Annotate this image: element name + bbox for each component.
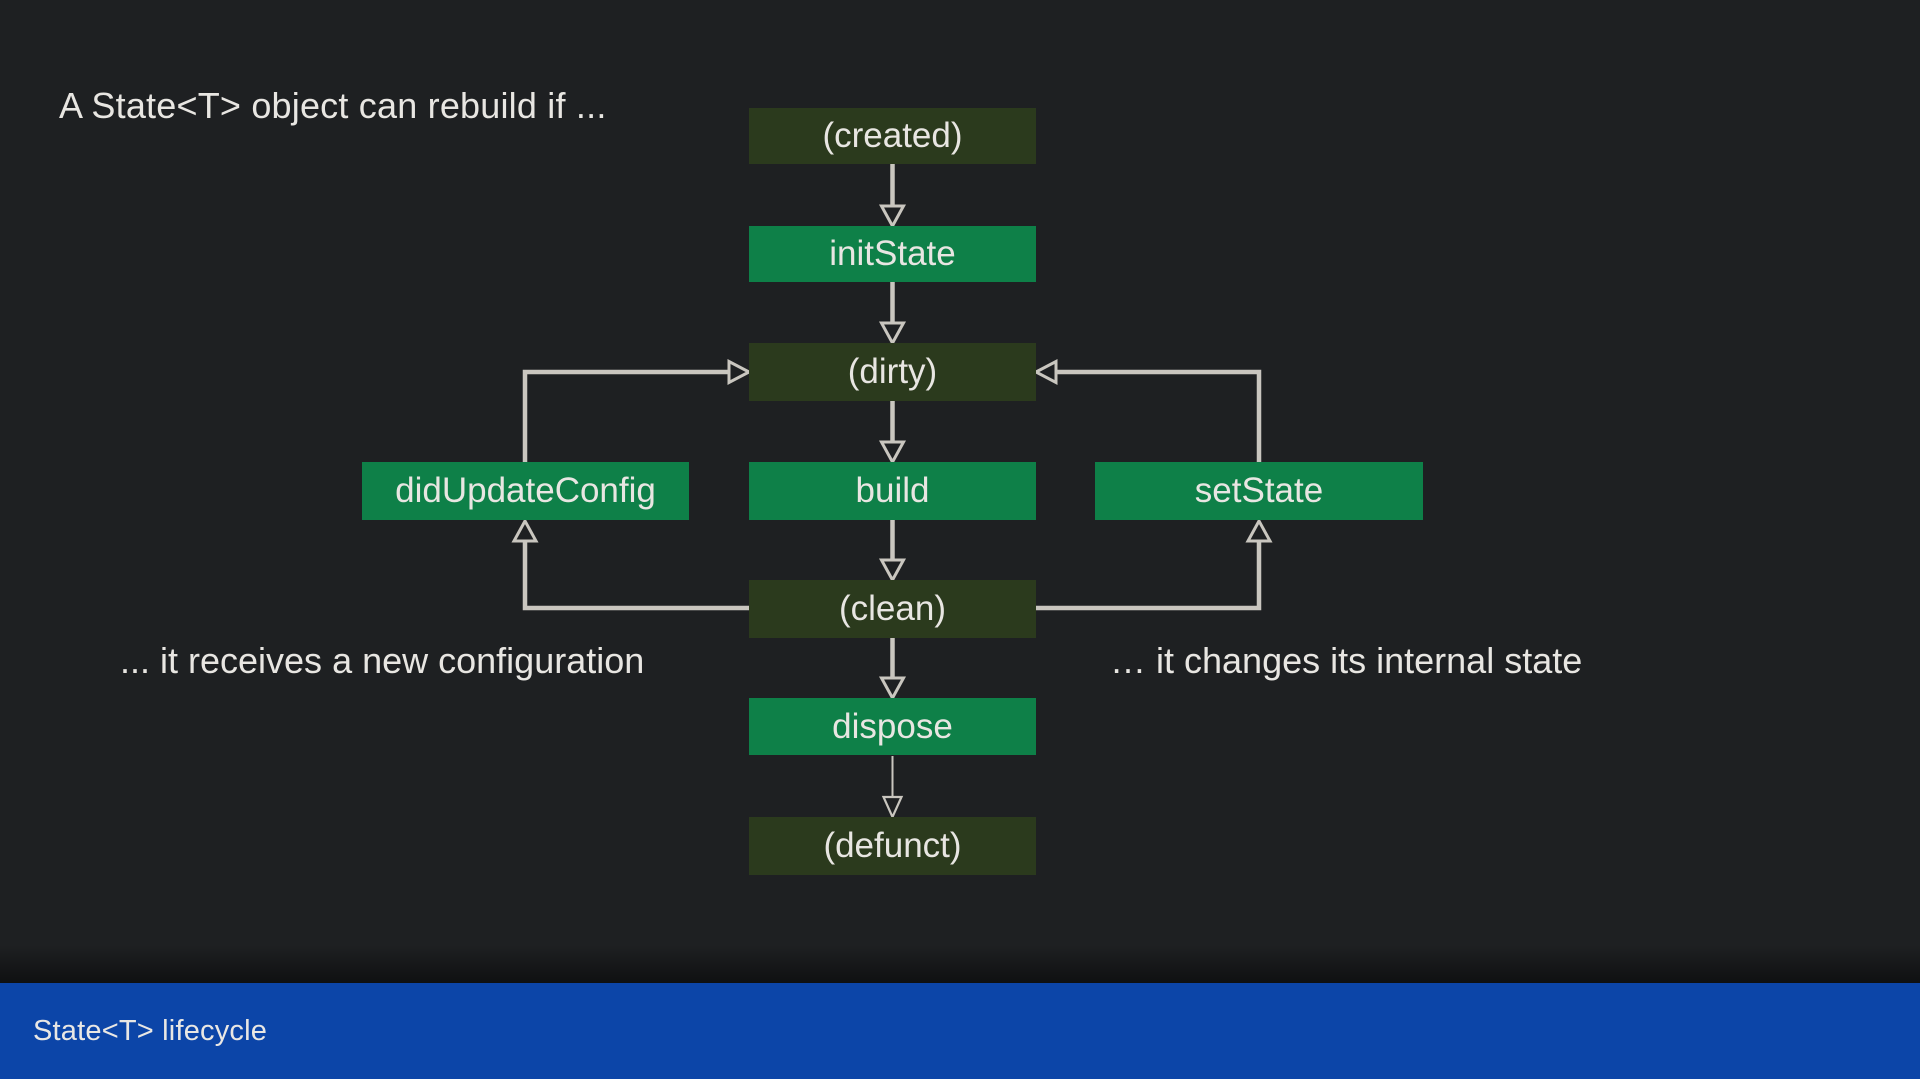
node-didupdateconfig: didUpdateConfig: [362, 462, 689, 520]
caption-new-configuration: ... it receives a new configuration: [120, 640, 645, 681]
arrowhead-build-clean: [878, 558, 907, 584]
node-build: build: [749, 462, 1036, 520]
edge-clean-didupdateconfig: [522, 541, 749, 611]
arrowhead-didupdateconfig-dirty: [727, 359, 753, 385]
arrowhead-clean-setstate: [1245, 517, 1273, 543]
footer-shadow: [0, 945, 1920, 983]
slide-title: A State<T> object can rebuild if ...: [59, 85, 607, 126]
node-defunct: (defunct): [749, 817, 1036, 875]
edge-didupdateconfig-dirty: [522, 369, 729, 462]
arrowhead-setstate-dirty: [1032, 359, 1058, 385]
footer-bar: State<T> lifecycle: [0, 983, 1920, 1079]
arrowhead-dirty-build: [878, 440, 907, 466]
node-created: (created): [749, 108, 1036, 164]
node-dispose: dispose: [749, 698, 1036, 755]
node-dirty: (dirty): [749, 343, 1036, 401]
node-setstate: setState: [1095, 462, 1423, 520]
node-initstate: initState: [749, 226, 1036, 282]
arrowhead-created-initstate: [878, 204, 907, 230]
node-clean: (clean): [749, 580, 1036, 638]
arrowhead-initstate-dirty: [878, 321, 907, 347]
arrowhead-dispose-defunct: [881, 795, 904, 820]
arrowhead-clean-didupdateconfig: [511, 517, 539, 543]
edge-setstate-dirty: [1056, 369, 1262, 462]
caption-internal-state: … it changes its internal state: [1110, 640, 1583, 681]
footer-title: State<T> lifecycle: [33, 1014, 268, 1047]
edge-clean-setstate: [1036, 541, 1262, 611]
arrowhead-clean-dispose: [878, 676, 907, 702]
